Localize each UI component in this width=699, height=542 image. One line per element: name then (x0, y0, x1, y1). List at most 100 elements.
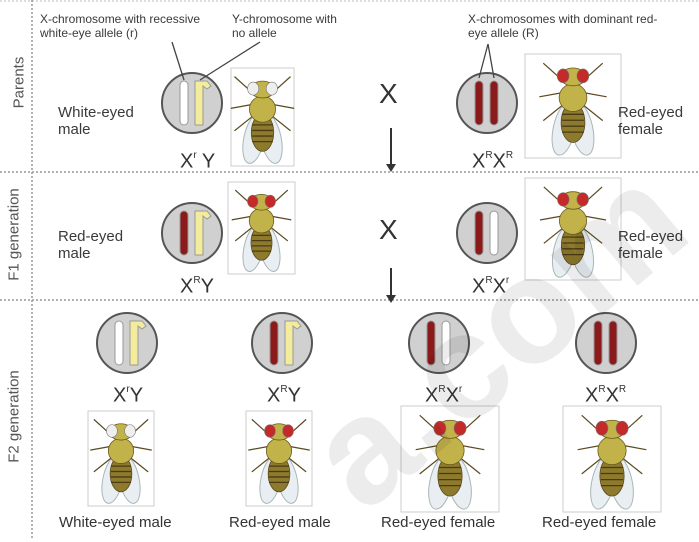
fly-eye (265, 425, 276, 438)
genotype-allele: r (506, 275, 509, 286)
cross-symbol-parents: X (379, 78, 398, 110)
white-eyed-fly-image (231, 68, 294, 166)
cross-symbol-f1: X (379, 214, 398, 246)
callout-pointer (172, 42, 184, 80)
parent-female-label: Red-eyed female (618, 104, 698, 138)
fly-eye (283, 425, 294, 438)
x-chromosome-dominant (270, 321, 278, 365)
parent-male-genotype: Xr Y (180, 147, 215, 173)
x-chromosome-recessive (180, 81, 188, 125)
genotype-base: X (180, 151, 193, 173)
genotype-allele: R (193, 275, 200, 286)
f2-label-2: Red-eyed male (229, 514, 331, 531)
parent-female-genotype: XRXR (472, 147, 513, 173)
genotype-base: Y (288, 385, 301, 407)
genotype-base: X (472, 276, 485, 298)
x-chromosome-recessive (115, 321, 123, 365)
fly-thorax (266, 438, 291, 463)
f1-female-genotype: XRXr (472, 272, 509, 298)
genotype-allele: R (438, 384, 445, 395)
red-eyed-fly-image (525, 178, 621, 280)
genotype-base: X (585, 385, 598, 407)
fly-eye (557, 69, 569, 83)
fly-eye (107, 425, 118, 438)
chromosome-pair (162, 73, 222, 133)
row-label-parents: Parents (11, 38, 28, 128)
f1-female-label: Red-eyed female (618, 228, 698, 262)
genotype-allele: R (485, 150, 492, 161)
cell-circle (457, 73, 517, 133)
red-eyed-fly-image (525, 54, 621, 158)
fly-thorax (249, 96, 275, 122)
fly-eye (125, 425, 136, 438)
fly-eye (434, 421, 446, 435)
genotype-allele: R (598, 384, 605, 395)
fly-eye (596, 421, 608, 435)
f2-genotype-2: XRY (267, 381, 301, 407)
cell-circle (97, 313, 157, 373)
genotype-allele: R (619, 384, 626, 395)
fly-thorax (559, 84, 587, 112)
fly-eye (265, 195, 276, 207)
parent-male-label: White-eyed male (58, 104, 168, 138)
fly-eye (454, 421, 466, 435)
red-eyed-fly-image (228, 182, 295, 274)
fly-thorax (249, 208, 274, 233)
white-eyed-fly-image (88, 411, 154, 506)
down-arrow (386, 268, 396, 303)
cell-circle (457, 203, 517, 263)
red-eyed-fly-image (401, 406, 499, 512)
f1-male-genotype: XRY (180, 272, 214, 298)
genotype-base: X (113, 385, 126, 407)
chromosome-pair (457, 73, 517, 133)
fly-eye (248, 82, 259, 95)
fly-thorax (108, 438, 133, 463)
fly-eye (577, 69, 589, 83)
red-eyed-fly-image (246, 411, 312, 506)
genotype-base: X (267, 385, 280, 407)
genotype-base: X (472, 151, 485, 173)
genotype-base: X (446, 385, 459, 407)
genotype-base: X (493, 151, 506, 173)
cell-circle (576, 313, 636, 373)
chromosome-pair (162, 203, 222, 263)
fly-eye (557, 193, 569, 207)
x-chromosome-recessive (442, 321, 450, 365)
chromosome-pair (409, 313, 469, 373)
genotype-base: X (180, 276, 193, 298)
genotype-base: X (493, 276, 506, 298)
f2-label-3: Red-eyed female (381, 514, 495, 531)
x-chromosome-dominant (594, 321, 602, 365)
x-chromosome-recessive (490, 211, 498, 255)
genotype-base: X (425, 385, 438, 407)
x-chromosome-dominant (475, 81, 483, 125)
genotype-base: Y (130, 385, 143, 407)
fly-eye (616, 421, 628, 435)
genotype-allele: r (459, 384, 462, 395)
row-label-f2: F2 generation (6, 357, 23, 477)
fly-thorax (436, 436, 464, 464)
genotype-base: X (606, 385, 619, 407)
f2-label-4: Red-eyed female (542, 514, 656, 531)
cell-circle (409, 313, 469, 373)
fly-eye (266, 82, 277, 95)
genotype-base: Y (202, 151, 215, 173)
fly-eye (577, 193, 589, 207)
cell-circle (252, 313, 312, 373)
x-chromosome-dominant (609, 321, 617, 365)
f2-genotype-1: XrY (113, 381, 143, 407)
genotype-allele: R (280, 384, 287, 395)
f2-genotype-4: XRXR (585, 381, 626, 407)
chromosome-pair (97, 313, 157, 373)
x-chromosome-dominant (490, 81, 498, 125)
genotype-base: Y (201, 276, 214, 298)
x-chromosome-dominant (427, 321, 435, 365)
chromosome-pair (252, 313, 312, 373)
f2-genotype-3: XRXr (425, 381, 462, 407)
down-arrow (386, 128, 396, 172)
fly-eye (247, 195, 258, 207)
row-label-f1: F1 generation (6, 175, 23, 295)
genotype-allele: R (485, 275, 492, 286)
x-chromosome-dominant (475, 211, 483, 255)
